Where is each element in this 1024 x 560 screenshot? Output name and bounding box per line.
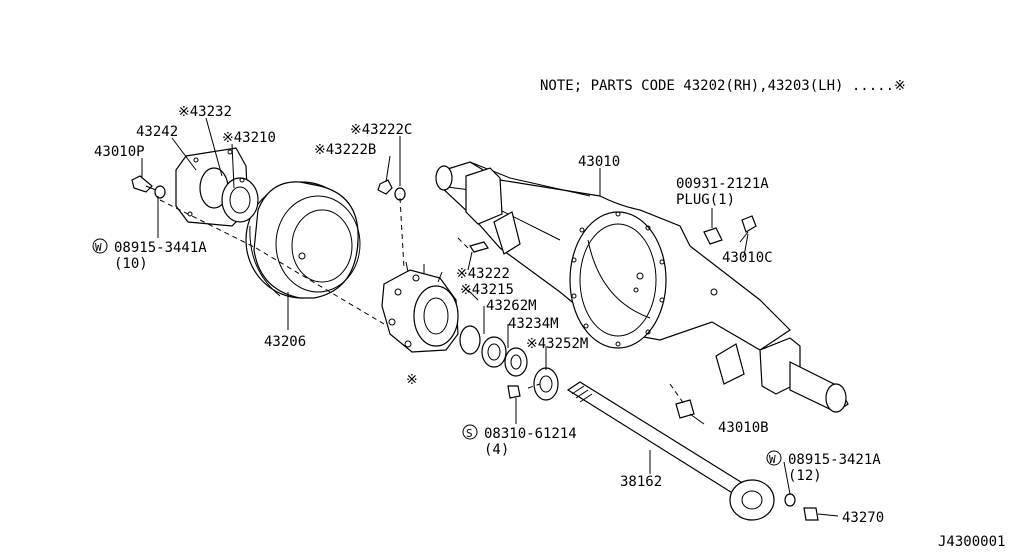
label-08915-3441A: 08915-3441A — [114, 240, 207, 256]
leader-lines — [141, 117, 839, 517]
washer-symbol-right-letter: W — [769, 453, 776, 466]
diagram-id: J4300001 — [938, 534, 1005, 550]
washer-drawing — [154, 185, 166, 199]
label-08915-3421A-qty: (12) — [788, 468, 822, 484]
label-08310-61214: 08310-61214 — [484, 426, 577, 442]
bolt-43270-drawing — [803, 507, 819, 521]
label-43222: ※43222 — [456, 266, 510, 282]
breather-43010C-drawing — [739, 215, 757, 243]
washer-08915-3421A-drawing — [784, 493, 796, 507]
brake-drum-drawing — [245, 181, 361, 299]
washer-symbol-left-letter: W — [95, 241, 102, 254]
parts-code-note: NOTE; PARTS CODE 43202(RH),43203(LH) ...… — [540, 78, 906, 94]
label-43242: 43242 — [136, 124, 178, 140]
label-43222B: ※43222B — [314, 142, 376, 158]
label-43210: ※43210 — [222, 130, 276, 146]
breather-43010B-drawing — [675, 399, 695, 419]
washer-symbol-right — [766, 450, 782, 466]
label-plug: PLUG(1) — [676, 192, 735, 208]
label-43252M: ※43252M — [526, 336, 588, 352]
label-08310-61214-qty: (4) — [484, 442, 509, 458]
label-38162: 38162 — [620, 474, 662, 490]
washer-symbol-left — [92, 238, 108, 254]
screw-symbol — [462, 424, 478, 440]
stud-43222-drawing — [469, 241, 489, 253]
label-43222C: ※43222C — [350, 122, 412, 138]
label-43010B: 43010B — [718, 420, 769, 436]
screw-symbol-letter: S — [466, 427, 473, 440]
label-08915-3421A: 08915-3421A — [788, 452, 881, 468]
label-43215: ※43215 — [460, 282, 514, 298]
label-43262M: 43262M — [486, 298, 537, 314]
label-hub-mark: ※ — [406, 372, 418, 388]
label-43206: 43206 — [264, 334, 306, 350]
label-43232: ※43232 — [178, 104, 232, 120]
label-43010C: 43010C — [722, 250, 773, 266]
label-43010: 43010 — [578, 154, 620, 170]
label-00931-2121A: 00931-2121A — [676, 176, 769, 192]
bearings-drawing — [459, 325, 559, 401]
bolt-43010P-drawing — [131, 175, 157, 193]
label-08915-3441A-qty: (10) — [114, 256, 148, 272]
screw-08310-61214-drawing — [507, 385, 521, 399]
nut-43222B-drawing — [377, 179, 393, 195]
axle-shaft-drawing — [566, 381, 775, 521]
label-43010P: 43010P — [94, 144, 145, 160]
axle-housing-drawing — [435, 161, 849, 413]
plug-00931-2121A-drawing — [703, 227, 723, 245]
label-43234M: 43234M — [508, 316, 559, 332]
wheel-hub-drawing — [381, 261, 459, 353]
assembly-guide-lines — [159, 197, 685, 405]
label-43270: 43270 — [842, 510, 884, 526]
